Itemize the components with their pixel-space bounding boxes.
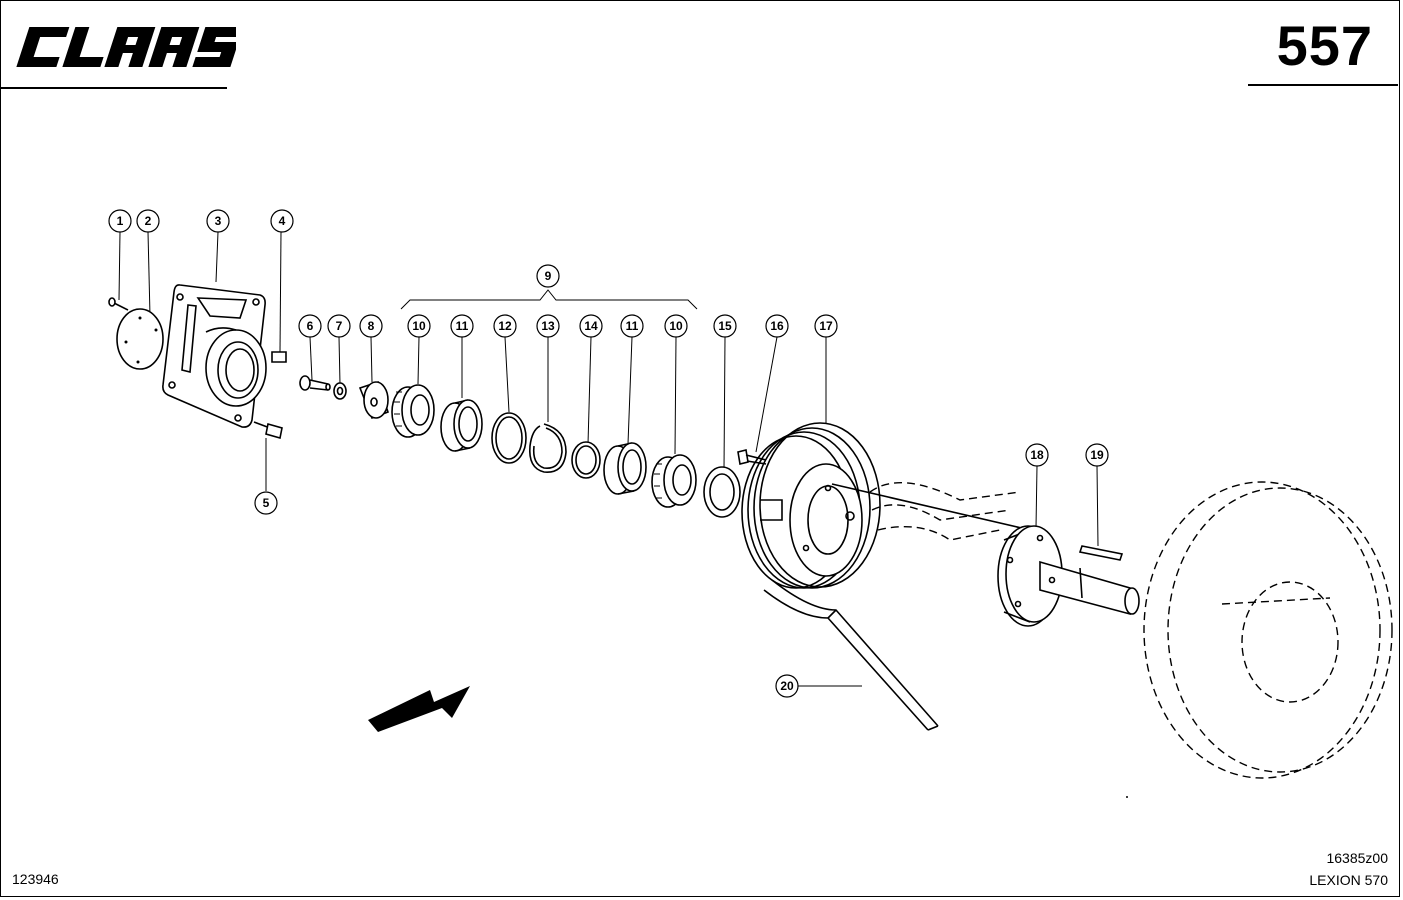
svg-text:10: 10	[669, 319, 683, 333]
part-7-washer	[333, 382, 347, 400]
svg-text:2: 2	[145, 214, 152, 228]
callout-3: 3	[206, 209, 230, 233]
callout-10b: 10	[664, 314, 688, 338]
page-number: 557	[1276, 14, 1373, 77]
callout-8: 8	[359, 314, 383, 338]
svg-text:11: 11	[456, 319, 469, 333]
svg-text:18: 18	[1030, 448, 1044, 462]
part-10-taper-bearing	[391, 384, 435, 438]
part-1-screw	[108, 297, 129, 311]
claas-logo	[16, 27, 236, 67]
callout-18: 18	[1025, 443, 1049, 467]
part-5-bolt	[253, 421, 283, 440]
part-6-bolt	[299, 375, 331, 391]
callouts: 1 2 3 4 5 6 7 8 9 10 11 12 13 14 11 10 1…	[108, 209, 1109, 698]
drawing-id: 16385z00	[1326, 850, 1388, 866]
callout-7: 7	[327, 314, 351, 338]
svg-text:6: 6	[307, 319, 314, 333]
part-12-ring	[491, 412, 527, 464]
callout-6: 6	[298, 314, 322, 338]
svg-text:3: 3	[215, 214, 222, 228]
part-17-pulley	[741, 422, 881, 589]
svg-text:1: 1	[117, 214, 124, 228]
model-name: LEXION 570	[1309, 872, 1388, 888]
direction-arrow	[368, 686, 470, 732]
part-11-bearing-race-second	[603, 442, 647, 495]
part-4-grease-nipple	[271, 351, 287, 363]
callout-17: 17	[814, 314, 838, 338]
callout-19: 19	[1085, 443, 1109, 467]
callout-16: 16	[765, 314, 789, 338]
callout-10a: 10	[407, 314, 431, 338]
part-11-bearing-race	[440, 399, 483, 452]
callout-11a: 11	[450, 314, 474, 338]
part-18-hub-shaft	[997, 525, 1140, 627]
svg-text:5: 5	[263, 496, 270, 510]
callout-4: 4	[270, 209, 294, 233]
leader-lines	[118, 231, 1099, 687]
part-14-ring	[571, 441, 601, 479]
part-id: 123946	[12, 871, 59, 887]
callout-5: 5	[254, 491, 278, 515]
callout-14: 14	[579, 314, 603, 338]
callout-13: 13	[536, 314, 560, 338]
part-10-taper-bearing-second	[651, 454, 697, 508]
part-13-circlip	[528, 423, 567, 473]
callout-12: 12	[493, 314, 517, 338]
callout-1: 1	[108, 209, 132, 233]
svg-text:19: 19	[1090, 448, 1104, 462]
svg-text:20: 20	[780, 679, 794, 693]
part-19-key	[1078, 545, 1124, 561]
svg-text:8: 8	[368, 319, 375, 333]
header-rule-left	[0, 87, 227, 89]
callout-2: 2	[136, 209, 160, 233]
svg-text:16: 16	[770, 319, 784, 333]
svg-text:14: 14	[584, 319, 598, 333]
svg-text:17: 17	[819, 319, 833, 333]
part-15-seal	[703, 466, 741, 518]
callout-20: 20	[775, 674, 799, 698]
svg-text:12: 12	[498, 319, 512, 333]
part-3-bearing-housing	[162, 284, 267, 428]
svg-text:15: 15	[718, 319, 732, 333]
callout-9: 9	[536, 264, 560, 288]
svg-text:10: 10	[412, 319, 426, 333]
part-20-belt	[763, 482, 1031, 731]
callout-11b: 11	[620, 314, 644, 338]
svg-text:4: 4	[279, 214, 286, 228]
svg-text:7: 7	[336, 319, 343, 333]
svg-text:13: 13	[541, 319, 555, 333]
header-rule-right	[1248, 84, 1398, 86]
part-8-spacer	[358, 380, 390, 420]
drum-outline	[1143, 481, 1393, 779]
part-2-cover	[116, 308, 164, 370]
callout-15: 15	[713, 314, 737, 338]
svg-text:11: 11	[626, 319, 639, 333]
svg-text:9: 9	[545, 269, 552, 283]
